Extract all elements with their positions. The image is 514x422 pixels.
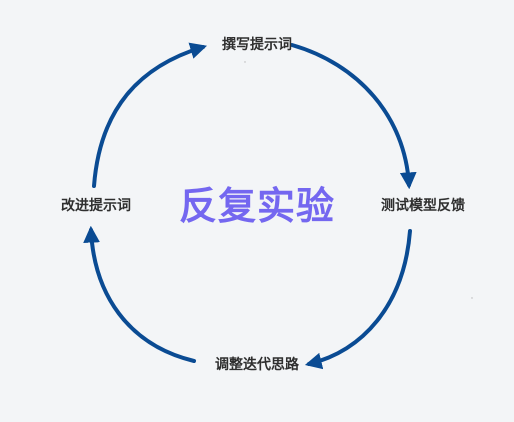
decorative-dot xyxy=(471,297,473,299)
arrow-right-to-bottom xyxy=(304,229,412,370)
arrow-top-to-right xyxy=(290,43,417,190)
center-title: 反复实验 xyxy=(178,184,335,228)
decorative-dot xyxy=(244,61,246,63)
node-test-feedback: 测试模型反馈 xyxy=(381,198,465,214)
node-adjust-iteration: 调整迭代思路 xyxy=(215,357,299,373)
arrow-bottom-to-left xyxy=(83,225,196,363)
node-improve-prompt: 改进提示词 xyxy=(61,198,131,214)
node-write-prompt: 撰写提示词 xyxy=(222,37,292,53)
arrow-left-to-top xyxy=(92,42,208,188)
